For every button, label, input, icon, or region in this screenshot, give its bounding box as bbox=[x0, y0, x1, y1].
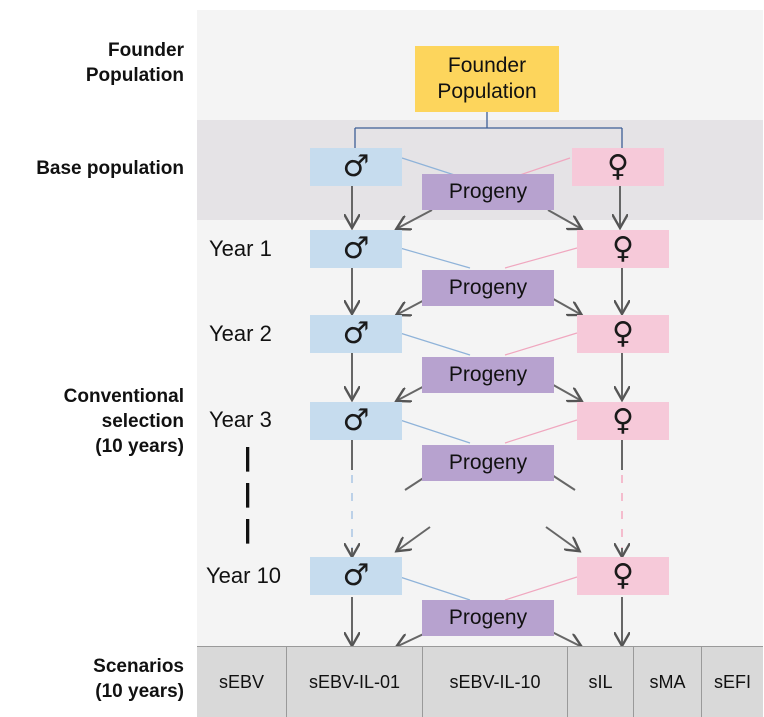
scenario-sefi: sEFI bbox=[713, 671, 751, 692]
scenario-sebv: sEBV bbox=[197, 647, 287, 717]
ellipsis-dash: | bbox=[244, 442, 252, 472]
female-symbol: ♀ bbox=[612, 558, 634, 593]
base-male-box: ♂ bbox=[310, 148, 402, 186]
scenario-sil: sIL bbox=[568, 647, 634, 717]
year2-progeny-box: Progeny bbox=[422, 357, 554, 393]
female-symbol: ♀ bbox=[612, 316, 634, 351]
year10-female-box: ♀ bbox=[577, 557, 669, 595]
base-progeny-box: Progeny bbox=[422, 174, 554, 210]
male-symbol: ♂ bbox=[342, 231, 370, 266]
year1-progeny-box: Progeny bbox=[422, 270, 554, 306]
scenarios-label: Scenarios (10 years) bbox=[93, 656, 184, 702]
ellipsis-dash: | bbox=[244, 478, 252, 508]
female-symbol: ♀ bbox=[612, 231, 634, 266]
male-symbol: ♂ bbox=[342, 403, 370, 438]
scenarios-bar: sEBV sEBV-IL-01 sEBV-IL-10 sIL sMA sEFI bbox=[197, 646, 763, 717]
scenario-sebv-il-01: sEBV-IL-01 bbox=[287, 647, 423, 717]
base-population-label: Base population bbox=[36, 158, 184, 179]
scenario-sma: sMA bbox=[634, 647, 702, 717]
year-3-label: Year 3 bbox=[209, 407, 272, 432]
base-female-box: ♀ bbox=[572, 148, 664, 186]
year3-male-box: ♂ bbox=[310, 402, 402, 440]
year-1-label: Year 1 bbox=[209, 236, 272, 261]
female-symbol: ♀ bbox=[607, 149, 629, 184]
conventional-selection-label: Conventional selection (10 years) bbox=[63, 386, 184, 457]
year1-female-box: ♀ bbox=[577, 230, 669, 268]
year-10-label: Year 10 bbox=[206, 563, 282, 588]
year10-progeny-box: Progeny bbox=[422, 600, 554, 636]
male-symbol: ♂ bbox=[342, 316, 370, 351]
scenario-sebv-il-10: sEBV-IL-10 bbox=[423, 647, 568, 717]
male-symbol: ♂ bbox=[342, 558, 370, 593]
year2-female-box: ♀ bbox=[577, 315, 669, 353]
year1-male-box: ♂ bbox=[310, 230, 402, 268]
year3-female-box: ♀ bbox=[577, 402, 669, 440]
female-symbol: ♀ bbox=[612, 403, 634, 438]
founder-population-box: Founder Population bbox=[415, 46, 559, 112]
year10-male-box: ♂ bbox=[310, 557, 402, 595]
year3-progeny-box: Progeny bbox=[422, 445, 554, 481]
male-symbol: ♂ bbox=[342, 149, 370, 184]
year-2-label: Year 2 bbox=[209, 321, 272, 346]
ellipsis-dash: | bbox=[244, 514, 252, 544]
year2-male-box: ♂ bbox=[310, 315, 402, 353]
founder-population-label: Founder Population bbox=[85, 40, 184, 86]
